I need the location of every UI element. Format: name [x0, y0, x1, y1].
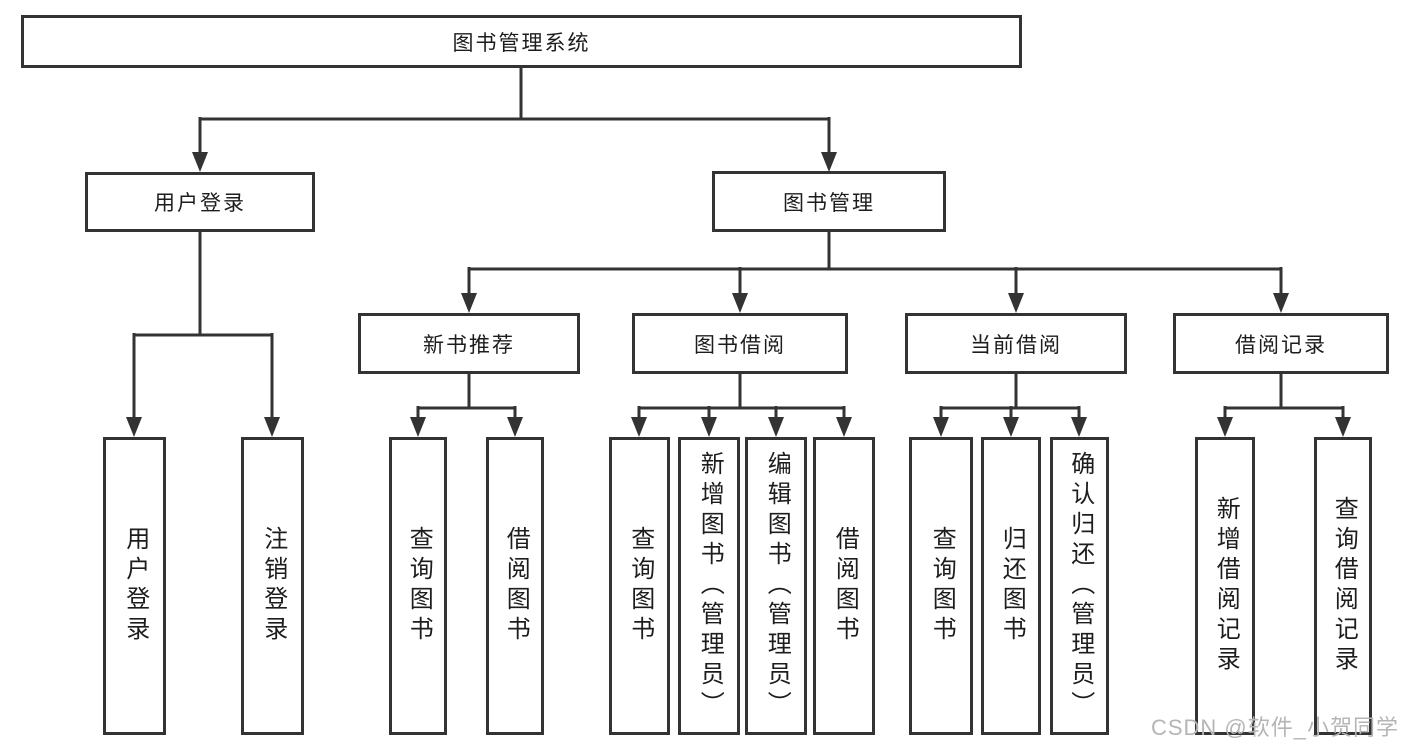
- node-new-book-recommend: 新书推荐: [358, 313, 580, 374]
- leaf-query-books-2: 查询图书: [609, 437, 670, 735]
- arrowheads: [126, 152, 1351, 437]
- node-current-borrowing: 当前借阅: [905, 313, 1127, 374]
- leaf-logout: 注销登录: [241, 437, 304, 735]
- leaf-add-books-admin: 新增图书（管理员）: [678, 437, 740, 735]
- leaf-user-login: 用户登录: [103, 437, 166, 735]
- leaf-confirm-return-admin: 确认归还（管理员）: [1050, 437, 1109, 735]
- node-user-login: 用户登录: [85, 172, 315, 232]
- leaf-edit-books-admin: 编辑图书（管理员）: [745, 437, 807, 735]
- node-library-management-system: 图书管理系统: [21, 15, 1022, 68]
- leaf-query-borrow-record: 查询借阅记录: [1314, 437, 1372, 735]
- leaf-return-books: 归还图书: [981, 437, 1041, 735]
- leaf-query-books-3: 查询图书: [909, 437, 973, 735]
- leaf-add-borrow-record: 新增借阅记录: [1195, 437, 1255, 735]
- leaf-borrow-books: 借阅图书: [486, 437, 544, 735]
- leaf-borrow-books-2: 借阅图书: [813, 437, 875, 735]
- csdn-watermark: CSDN @软件_小贺同学: [1150, 715, 1399, 740]
- node-borrowing-records: 借阅记录: [1173, 313, 1389, 374]
- node-book-borrowing: 图书借阅: [632, 313, 848, 374]
- node-book-management: 图书管理: [712, 171, 946, 232]
- leaf-query-books: 查询图书: [389, 437, 447, 735]
